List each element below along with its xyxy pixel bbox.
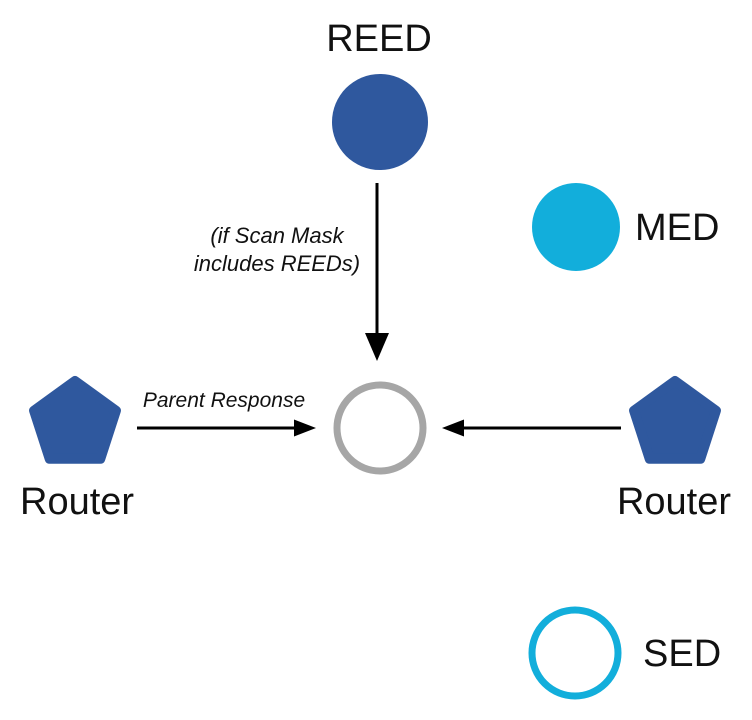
- reed-node-circle: [332, 74, 428, 170]
- router-left-pentagon: [29, 376, 121, 464]
- med-node-circle: [532, 183, 620, 271]
- scan-mask-note: (if Scan Mask includes REEDs): [193, 223, 361, 276]
- router-left-to-center-arrow: [137, 419, 316, 437]
- sed-node-circle: [528, 606, 622, 700]
- med-node-label: MED: [635, 207, 720, 249]
- reed-node-label: REED: [326, 18, 432, 60]
- router-right-to-center-arrow: [442, 419, 621, 437]
- reed-to-center-arrow: [365, 183, 389, 361]
- router-right-label: Router: [616, 481, 732, 523]
- parent-response-label: Parent Response: [142, 389, 306, 412]
- router-right-pentagon: [629, 376, 721, 464]
- sed-node-label: SED: [643, 633, 722, 675]
- router-left-label: Router: [20, 481, 135, 523]
- center-node-circle: [333, 381, 427, 475]
